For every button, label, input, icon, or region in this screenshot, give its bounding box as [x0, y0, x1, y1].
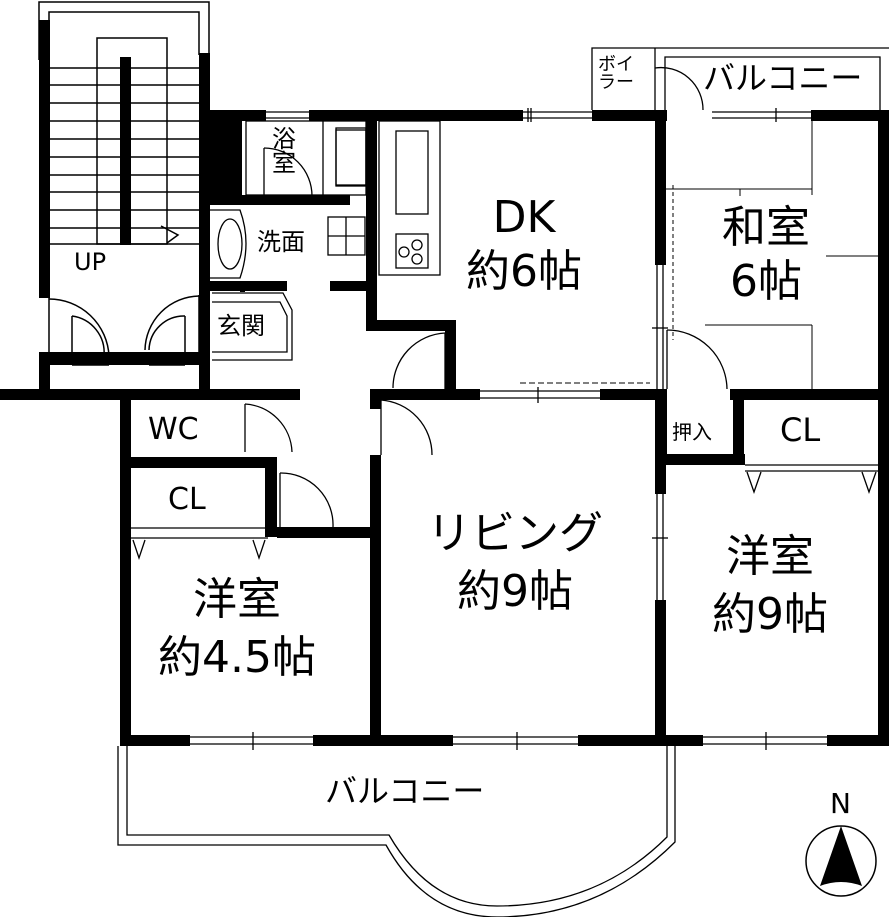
- washitsu-room-label: 和室 6帖: [722, 206, 810, 304]
- compass-north-label: N: [830, 787, 851, 820]
- youshitsu-east-name: 洋室: [726, 531, 814, 582]
- youshitsu-west-label: 洋室 約4.5帖: [158, 578, 316, 680]
- bath-fixtures: [245, 120, 367, 197]
- youshitsu-east-label: 洋室 約9帖: [712, 535, 828, 637]
- stairs-up-label: UP: [74, 248, 107, 276]
- north-arrow-icon: [805, 825, 877, 897]
- youshitsu-east-size: 約9帖: [712, 589, 828, 640]
- dk-room-name: DK: [492, 192, 556, 243]
- washitsu-room-name: 和室: [722, 202, 810, 253]
- kitchen-counter: [378, 120, 441, 276]
- oshiire-label: 押入: [672, 420, 712, 444]
- balcony-north-label: バルコニー: [703, 59, 863, 97]
- balcony-north-railing: [591, 47, 889, 111]
- bath-label-line1: 浴: [272, 125, 296, 153]
- living-room-label: リビング 約9帖: [427, 512, 603, 614]
- washitsu-room-size: 6帖: [730, 256, 802, 307]
- balcony-south-label: バルコニー: [325, 772, 485, 810]
- boiler-label: ボイ ラー: [598, 56, 634, 92]
- wc-label: WC: [148, 412, 199, 447]
- washroom-label: 洗面: [257, 228, 305, 256]
- doors: [131, 329, 878, 561]
- living-room-name: リビング: [427, 508, 603, 559]
- boiler-label-line1: ボイ: [598, 54, 634, 75]
- walls: [0, 20, 889, 746]
- windows: [190, 108, 827, 750]
- living-room-size: 約9帖: [457, 566, 573, 617]
- tatami-lines: [520, 121, 878, 389]
- bath-label-line2: 室: [272, 149, 296, 177]
- youshitsu-west-name: 洋室: [192, 574, 281, 625]
- bath-label: 浴 室: [272, 127, 296, 175]
- closet-east-label: CL: [780, 411, 821, 449]
- entrance-shoebox: [212, 292, 293, 361]
- closet-west-label: CL: [168, 482, 206, 517]
- washroom-fixtures: [210, 209, 366, 279]
- boiler-label-line2: ラー: [598, 72, 634, 93]
- entrance-label: 玄関: [217, 312, 265, 340]
- youshitsu-west-size: 約4.5帖: [158, 632, 316, 683]
- stair-arrow-icon: [160, 225, 180, 244]
- dk-room-label: DK 約6帖: [466, 196, 582, 294]
- dk-room-size: 約6帖: [466, 246, 582, 297]
